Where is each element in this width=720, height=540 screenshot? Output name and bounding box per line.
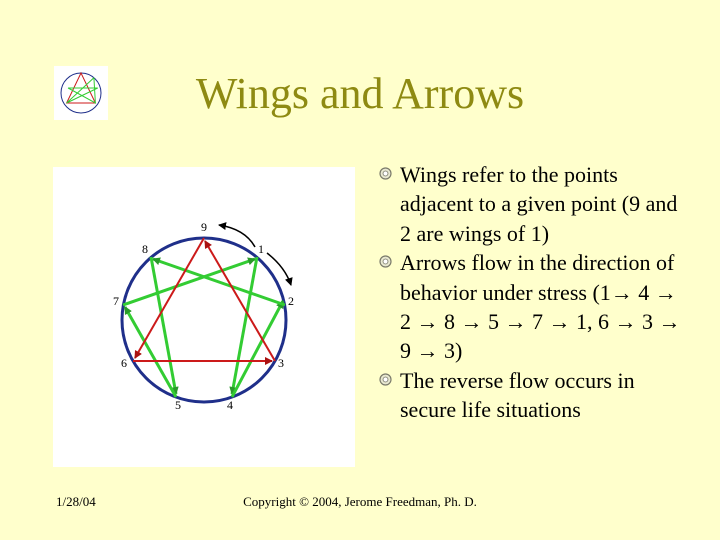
bullet-item: Wings refer to the points adjacent to a … bbox=[378, 160, 688, 248]
point-label-4: 4 bbox=[227, 398, 233, 412]
bullet-text: Wings refer to the points adjacent to a … bbox=[400, 162, 678, 246]
point-label-6: 6 bbox=[121, 356, 127, 370]
bullet-text: The reverse flow occurs in secure life s… bbox=[400, 367, 635, 423]
point-label-2: 2 bbox=[288, 294, 294, 308]
arrow-2-8 bbox=[152, 257, 286, 307]
point-label-8: 8 bbox=[142, 242, 148, 256]
arrow-1-4 bbox=[229, 256, 259, 395]
enneagram-logo-icon bbox=[54, 66, 108, 120]
ring-bullet-icon bbox=[379, 255, 392, 268]
arrow-9-6 bbox=[134, 237, 205, 359]
enneagram-diagram: 9 1 2 3 4 5 6 7 8 bbox=[53, 167, 355, 467]
arrow-5-7 bbox=[123, 306, 178, 398]
ring-bullet-icon bbox=[379, 167, 392, 180]
bullet-item: Arrows flow in the direction of behavior… bbox=[378, 248, 688, 366]
point-label-3: 3 bbox=[278, 356, 284, 370]
point-label-1: 1 bbox=[258, 242, 264, 256]
wing-arrow-1-9 bbox=[218, 222, 256, 248]
point-label-7: 7 bbox=[113, 294, 119, 308]
arrow-3-9 bbox=[204, 240, 276, 362]
bullet-item: The reverse flow occurs in secure life s… bbox=[378, 366, 688, 425]
bullet-list: Wings refer to the points adjacent to a … bbox=[378, 160, 688, 425]
arrow-8-5 bbox=[149, 256, 179, 395]
point-label-5: 5 bbox=[175, 398, 181, 412]
enneagram-circle bbox=[120, 236, 288, 404]
point-label-9: 9 bbox=[201, 220, 207, 234]
wing-arrow-1-2 bbox=[266, 252, 293, 286]
slide-title: Wings and Arrows bbox=[195, 69, 525, 118]
arrow-4-2 bbox=[230, 300, 285, 398]
bullet-text: Arrows flow in the direction of behavior… bbox=[400, 250, 681, 364]
ring-bullet-icon bbox=[379, 373, 392, 386]
arrow-7-1 bbox=[122, 257, 256, 307]
footer-date: 1/28/04 bbox=[56, 494, 96, 509]
footer-copyright: Copyright © 2004, Jerome Freedman, Ph. D… bbox=[243, 494, 477, 509]
